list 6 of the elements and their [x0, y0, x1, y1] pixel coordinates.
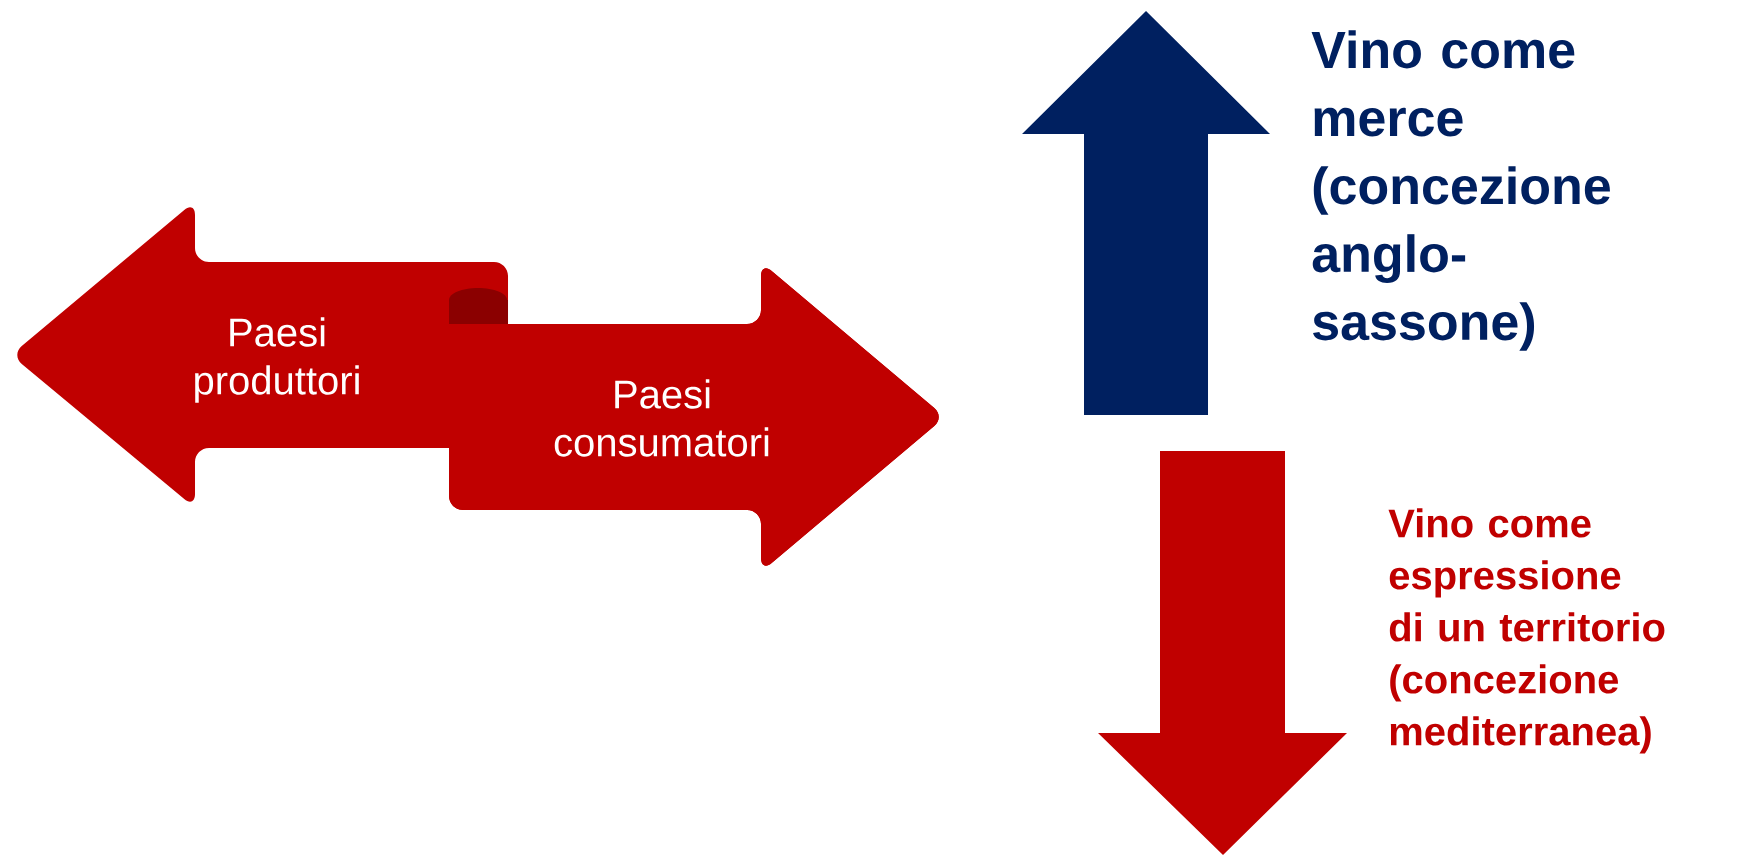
down-arrow	[1098, 451, 1347, 855]
node-label: Paesi produttori	[195, 317, 359, 403]
node-label: Paesi consumatori	[554, 379, 769, 457]
up-arrow	[1022, 11, 1270, 415]
caption-text: Vino come espressione di un territorio (concezione mediterranea)	[1388, 508, 1665, 754]
caption-text: Vino come merce (concezione anglo-sassone)	[1311, 30, 1610, 351]
